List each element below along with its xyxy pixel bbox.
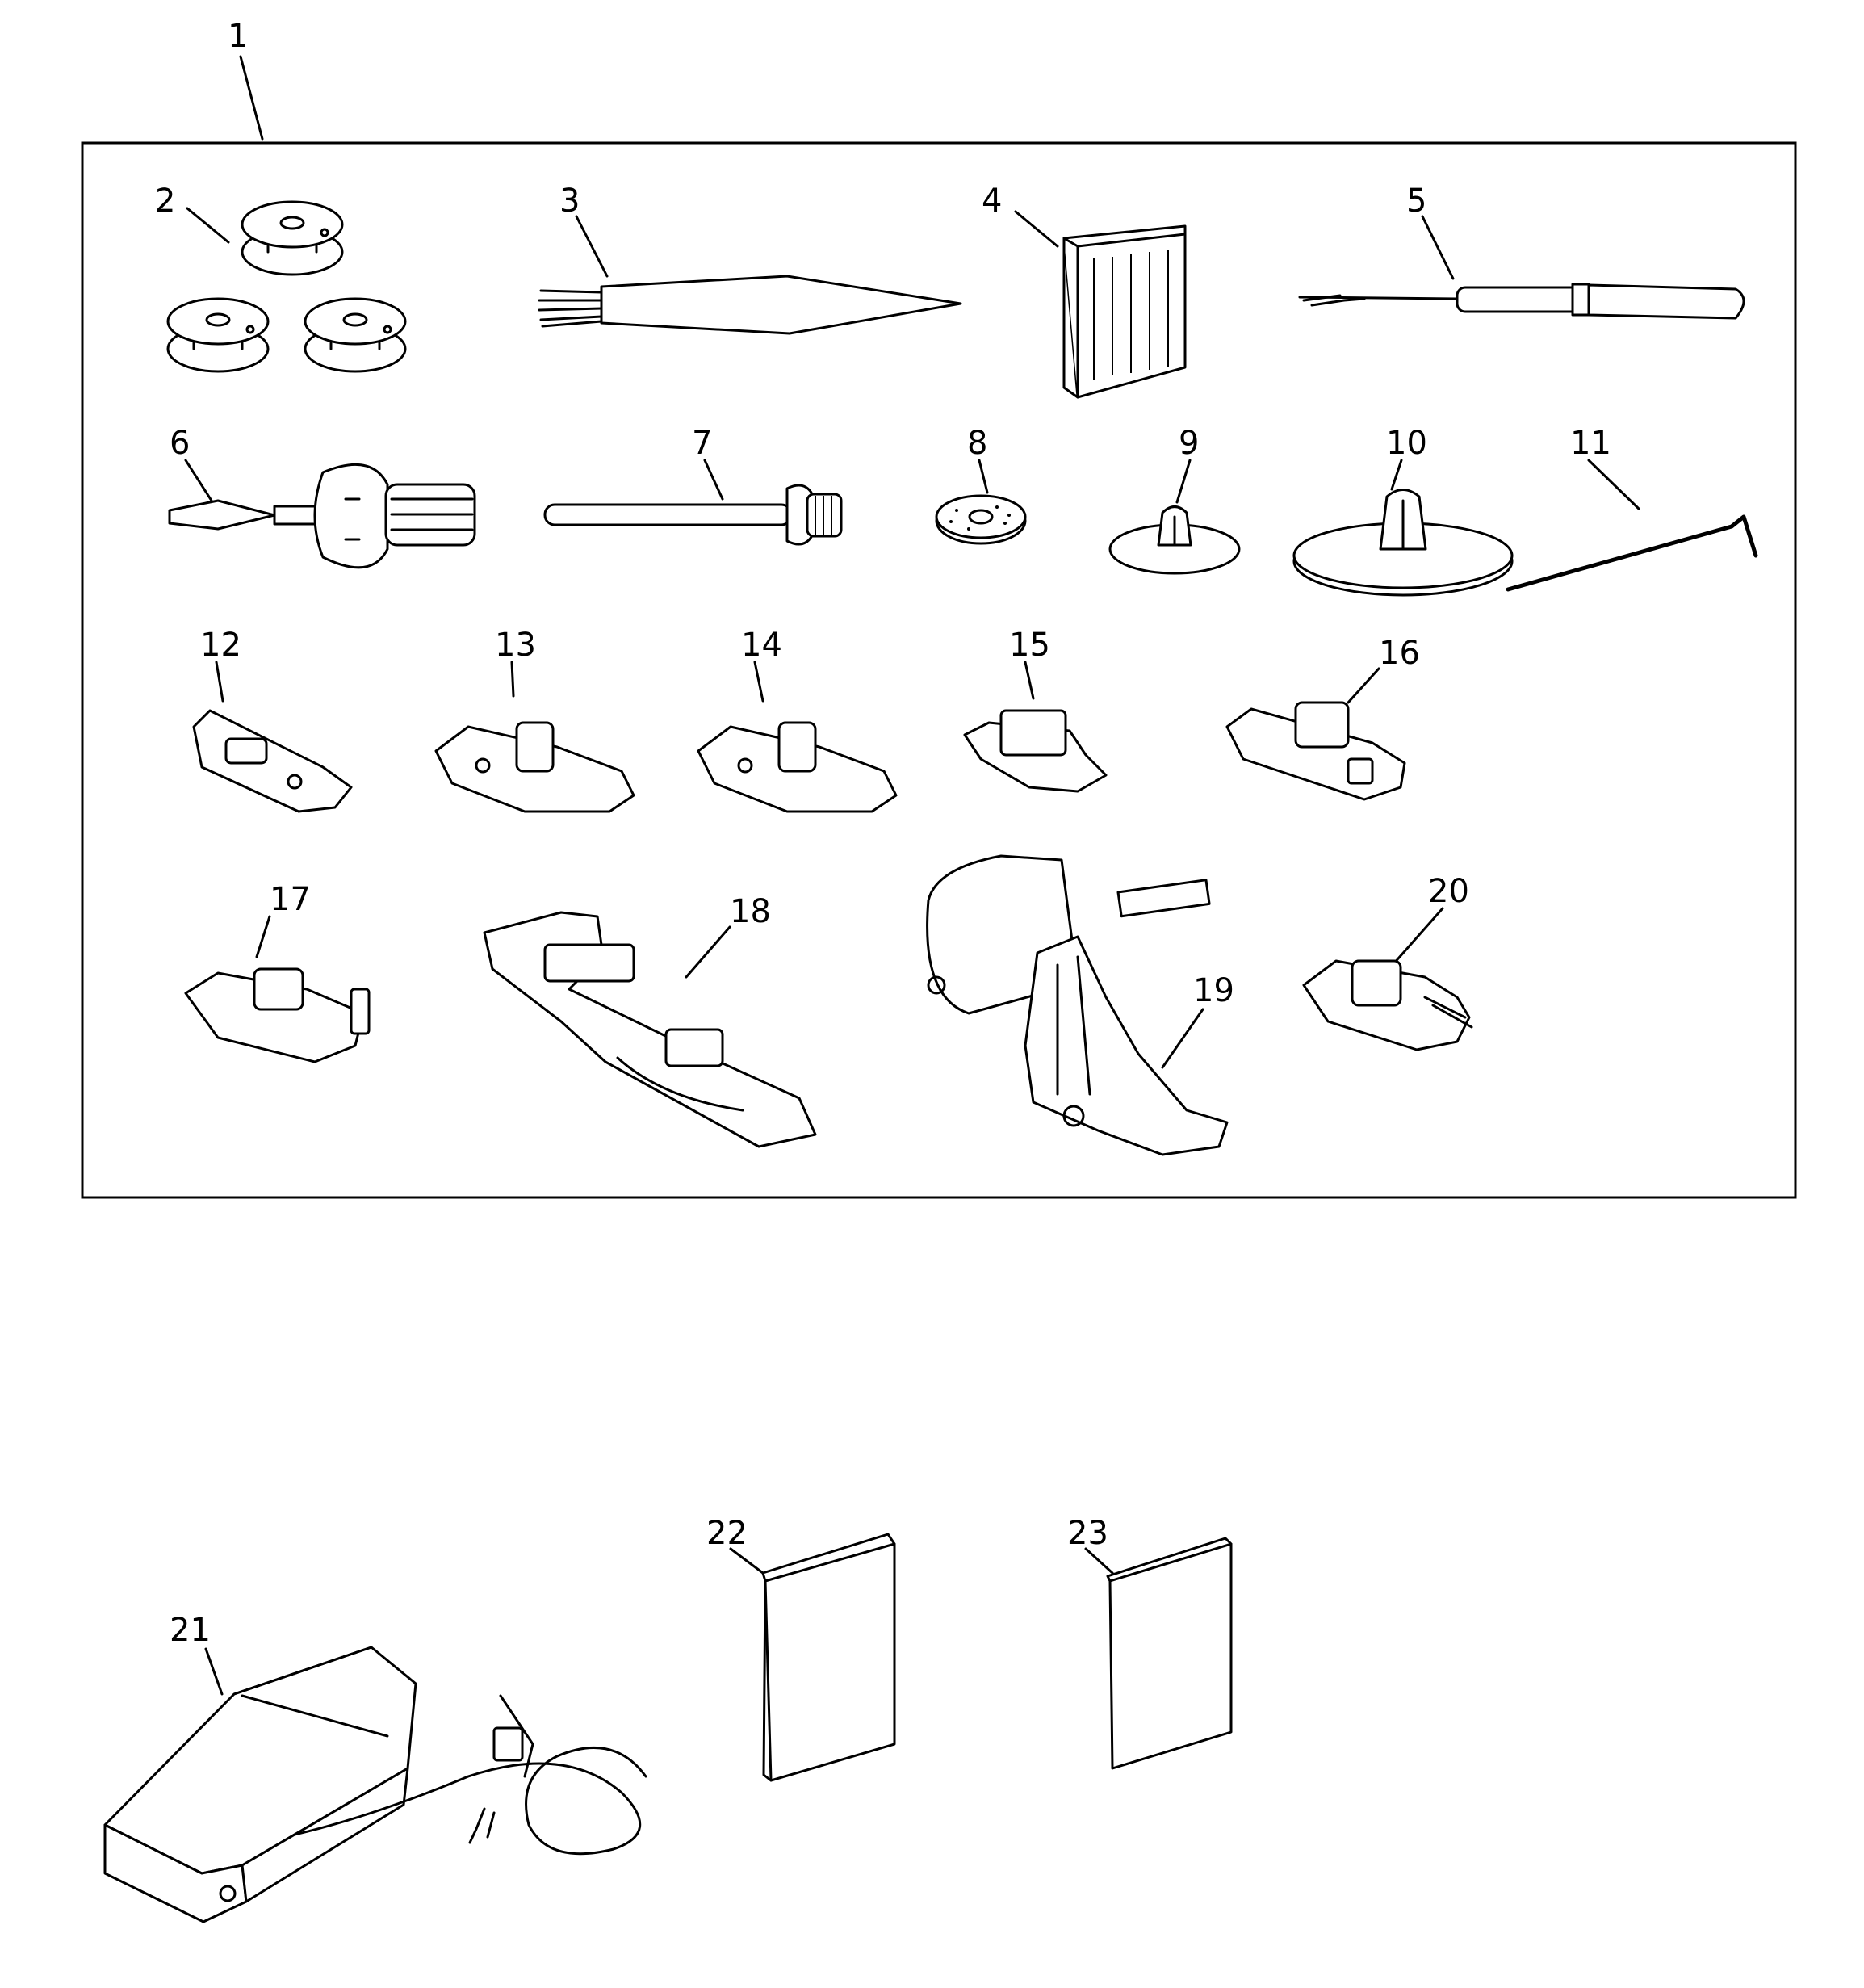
walking-foot-icon bbox=[926, 854, 1229, 1156]
label-part-16: 16 bbox=[1379, 635, 1420, 672]
bobbin-icon bbox=[166, 200, 407, 373]
label-part-2: 2 bbox=[155, 182, 175, 220]
seam-ripper-icon bbox=[1298, 283, 1745, 320]
overcasting-foot-icon bbox=[184, 967, 371, 1063]
label-part-3: 3 bbox=[559, 182, 580, 220]
label-part-15: 15 bbox=[1009, 627, 1050, 664]
small-spool-cap-icon bbox=[1108, 505, 1241, 575]
label-part-10: 10 bbox=[1386, 425, 1427, 462]
label-part-12: 12 bbox=[200, 627, 241, 664]
label-part-20: 20 bbox=[1428, 873, 1469, 910]
label-part-17: 17 bbox=[270, 881, 311, 918]
label-part-1: 1 bbox=[228, 18, 248, 55]
quarter-inch-foot-icon bbox=[1302, 959, 1473, 1051]
foot-controller-icon bbox=[103, 1646, 647, 1923]
label-part-22: 22 bbox=[706, 1515, 748, 1552]
label-part-7: 7 bbox=[692, 425, 712, 462]
zigzag-foot-icon bbox=[192, 709, 353, 813]
label-part-21: 21 bbox=[170, 1612, 211, 1649]
label-part-13: 13 bbox=[495, 627, 536, 664]
spool-pin-icon bbox=[543, 484, 843, 546]
label-part-19: 19 bbox=[1193, 972, 1234, 1009]
label-part-6: 6 bbox=[170, 425, 190, 462]
overedge-foot-icon bbox=[697, 721, 898, 813]
satin-foot-icon bbox=[434, 721, 635, 813]
felt-washer-icon bbox=[935, 494, 1027, 545]
label-part-9: 9 bbox=[1179, 425, 1199, 462]
quilting-guide-icon bbox=[1506, 514, 1758, 592]
screwdriver-icon bbox=[168, 463, 476, 569]
label-part-18: 18 bbox=[730, 893, 771, 930]
large-spool-cap-icon bbox=[1292, 489, 1514, 597]
label-part-11: 11 bbox=[1570, 425, 1611, 462]
needle-pack-icon bbox=[1062, 224, 1187, 399]
zipper-foot-icon bbox=[963, 709, 1108, 793]
leader-lines bbox=[184, 55, 1640, 1696]
label-part-23: 23 bbox=[1067, 1515, 1108, 1552]
label-part-14: 14 bbox=[741, 627, 782, 664]
blind-hem-foot-icon bbox=[1225, 701, 1406, 801]
instruction-book-icon bbox=[761, 1533, 896, 1782]
leaflet-icon bbox=[1106, 1537, 1233, 1770]
label-part-5: 5 bbox=[1406, 182, 1426, 220]
button-hole-foot-icon bbox=[483, 911, 817, 1148]
label-part-4: 4 bbox=[982, 182, 1002, 220]
label-part-8: 8 bbox=[967, 425, 987, 462]
accessory-box-frame bbox=[81, 141, 1797, 1199]
lint-brush-icon bbox=[538, 275, 962, 335]
